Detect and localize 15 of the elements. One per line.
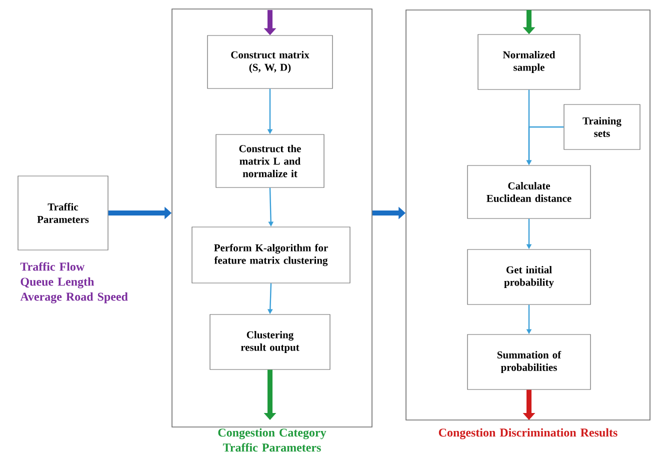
process-box: Construct matrix (S, W, D)	[207, 35, 333, 89]
panel	[172, 8, 372, 428]
panel	[406, 10, 650, 420]
process-box: Training sets	[564, 104, 640, 150]
process-box: Clustering result output	[210, 314, 330, 370]
process-box: Summation of probabilities	[467, 334, 591, 390]
process-box: Perform K-algorithm for feature matrix clustering	[192, 226, 350, 284]
caption-text: Traffic Flow Queue Length Average Road Speed	[20, 262, 128, 304]
caption-text: Congestion Category Traffic Parameters	[218, 428, 326, 452]
process-box: Traffic Parameters	[18, 176, 108, 250]
process-box: Normalized sample	[478, 34, 580, 90]
process-box: Get initial probability	[467, 249, 591, 305]
caption-text: Congestion Discrimination Results	[438, 428, 618, 440]
process-box: Construct the matrix L and normalize it	[216, 134, 324, 188]
process-box: Calculate Euclidean distance	[467, 165, 591, 219]
